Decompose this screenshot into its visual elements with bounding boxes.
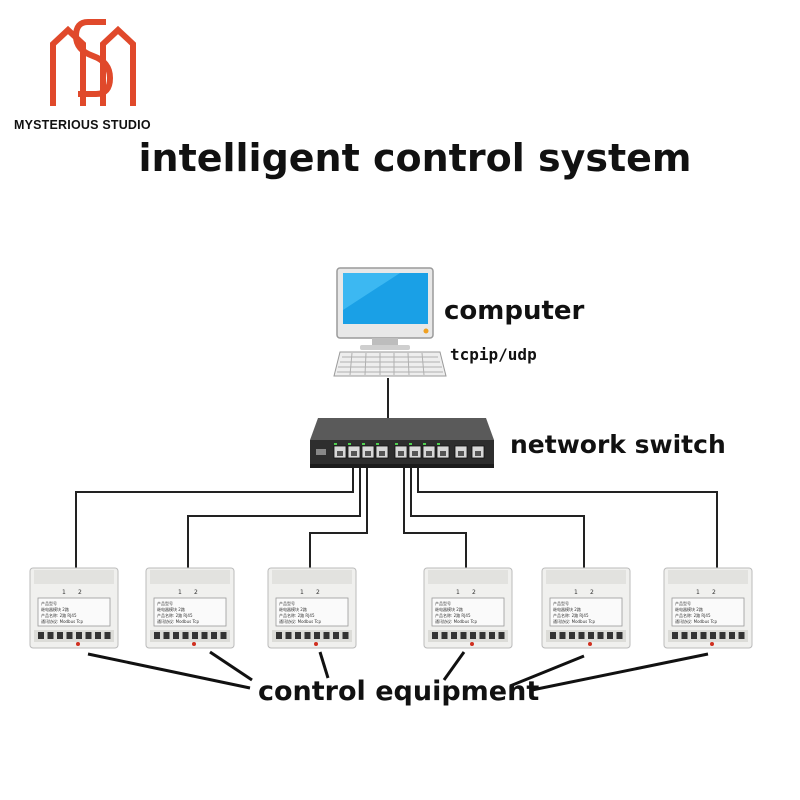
module-info-text: 产品名称: 2路 RJ45 [157, 612, 193, 618]
module-info-text: 产品型号 [675, 600, 691, 606]
module-info-text: 产品型号 [41, 600, 57, 606]
module-info-text: 产品名称: 2路 RJ45 [41, 612, 77, 618]
module-info-text: 产品型号 [279, 600, 295, 606]
studio-name: MYSTERIOUS STUDIO [14, 118, 151, 132]
terminal-label: 2 [316, 589, 320, 596]
module-info-text: 继电器模块 2路 [435, 606, 463, 612]
protocol-label: tcpip/udp [450, 345, 537, 364]
terminal-label: 2 [590, 589, 594, 596]
module-info-text: 继电器模块 2路 [279, 606, 307, 612]
switch-module-cables [75, 468, 718, 572]
module-info-text: 产品型号 [435, 600, 451, 606]
terminal-label: 2 [712, 589, 716, 596]
page-title: intelligent control system [138, 136, 692, 180]
terminal-label: 2 [472, 589, 476, 596]
module-info-text: 产品型号 [553, 600, 569, 606]
module-info-text: 通讯协议: Modbus Tcp [41, 618, 83, 624]
module-info-text: 通讯协议: Modbus Tcp [157, 618, 199, 624]
module-info-text: 通讯协议: Modbus Tcp [435, 618, 477, 624]
terminal-label: 1 [574, 589, 578, 596]
module-info-text: 产品名称: 2路 RJ45 [435, 612, 471, 618]
equipment-callout-lines [87, 650, 709, 692]
module-info-text: 继电器模块 2路 [553, 606, 581, 612]
terminal-label: 1 [178, 589, 182, 596]
studio-logo [50, 19, 136, 106]
terminal-label: 1 [696, 589, 700, 596]
module-info-text: 产品名称: 2路 RJ45 [279, 612, 315, 618]
terminal-label: 2 [78, 589, 82, 596]
module-info-text: 产品名称: 2路 RJ45 [553, 612, 589, 618]
module-info-text: 产品名称: 2路 RJ45 [675, 612, 711, 618]
terminal-label: 2 [194, 589, 198, 596]
control-equipment-label: control equipment [258, 676, 540, 707]
module-info-text: 通讯协议: Modbus Tcp [279, 618, 321, 624]
terminal-label: 1 [300, 589, 304, 596]
module-info-text: 通讯协议: Modbus Tcp [675, 618, 717, 624]
terminal-label: 1 [456, 589, 460, 596]
module-info-text: 继电器模块 2路 [41, 606, 69, 612]
module-info-text: 产品型号 [157, 600, 173, 606]
network-switch-label: network switch [510, 430, 726, 459]
computer-label: computer [444, 296, 585, 326]
ethernet-switch-icon [310, 418, 494, 468]
terminal-label: 1 [62, 589, 66, 596]
module-info-text: 通讯协议: Modbus Tcp [553, 618, 595, 624]
desktop-computer-icon [333, 267, 447, 377]
module-info-text: 继电器模块 2路 [675, 606, 703, 612]
module-info-text: 继电器模块 2路 [157, 606, 185, 612]
